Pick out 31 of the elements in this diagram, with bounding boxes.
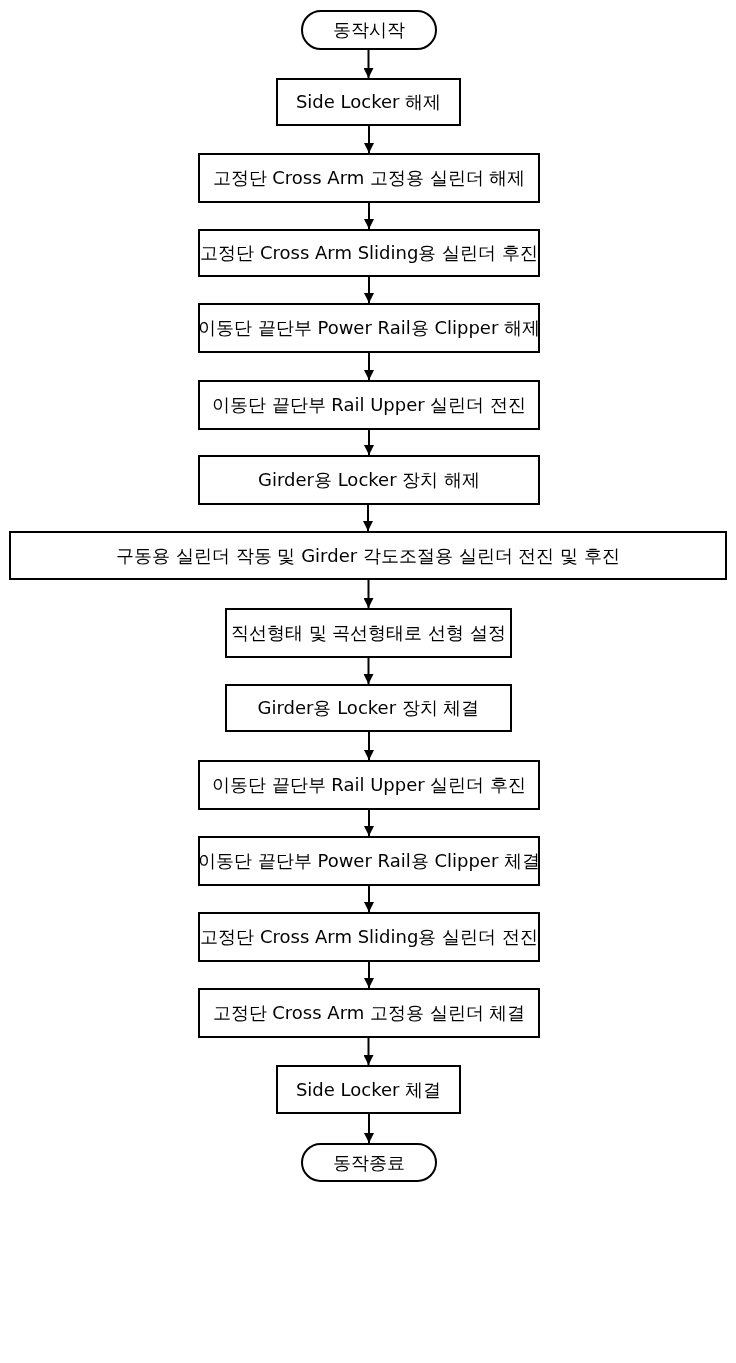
process-box: 이동단 끝단부 Rail Upper 실린더 후진 xyxy=(198,760,540,810)
process-box: Girder용 Locker 장치 체결 xyxy=(225,684,512,732)
process-box: 고정단 Cross Arm Sliding용 실린더 후진 xyxy=(198,229,540,277)
process-box: 이동단 끝단부 Power Rail용 Clipper 체결 xyxy=(198,836,540,886)
process-box: Side Locker 체결 xyxy=(276,1065,461,1114)
arrow xyxy=(364,961,374,989)
process-box: 이동단 끝단부 Power Rail용 Clipper 해제 xyxy=(198,303,540,353)
arrow xyxy=(364,885,374,913)
arrow xyxy=(364,352,374,381)
arrow xyxy=(364,429,374,456)
process-box: 이동단 끝단부 Rail Upper 실린더 전진 xyxy=(198,380,540,430)
process-box: 고정단 Cross Arm 고정용 실린더 체결 xyxy=(198,988,540,1038)
arrow xyxy=(363,579,374,609)
terminal-box: 동작종료 xyxy=(301,1143,437,1182)
process-box: Girder용 Locker 장치 해제 xyxy=(198,455,540,505)
arrow xyxy=(364,731,374,761)
terminal-box: 동작시작 xyxy=(301,10,437,50)
process-box: 고정단 Cross Arm Sliding용 실린더 전진 xyxy=(198,912,540,962)
arrow xyxy=(364,125,374,154)
process-box: 직선형태 및 곡선형태로 선형 설정 xyxy=(225,608,512,658)
arrow xyxy=(364,809,374,837)
arrow xyxy=(364,1113,374,1144)
arrow xyxy=(363,657,374,685)
arrow xyxy=(364,276,374,304)
process-box: Side Locker 해제 xyxy=(276,78,461,126)
arrow xyxy=(363,1037,374,1066)
arrow xyxy=(364,202,374,230)
process-box: 고정단 Cross Arm 고정용 실린더 해제 xyxy=(198,153,540,203)
arrow xyxy=(363,504,373,532)
arrow xyxy=(363,49,374,79)
process-box: 구동용 실린더 작동 및 Girder 각도조절용 실린더 전진 및 후진 xyxy=(9,531,727,580)
